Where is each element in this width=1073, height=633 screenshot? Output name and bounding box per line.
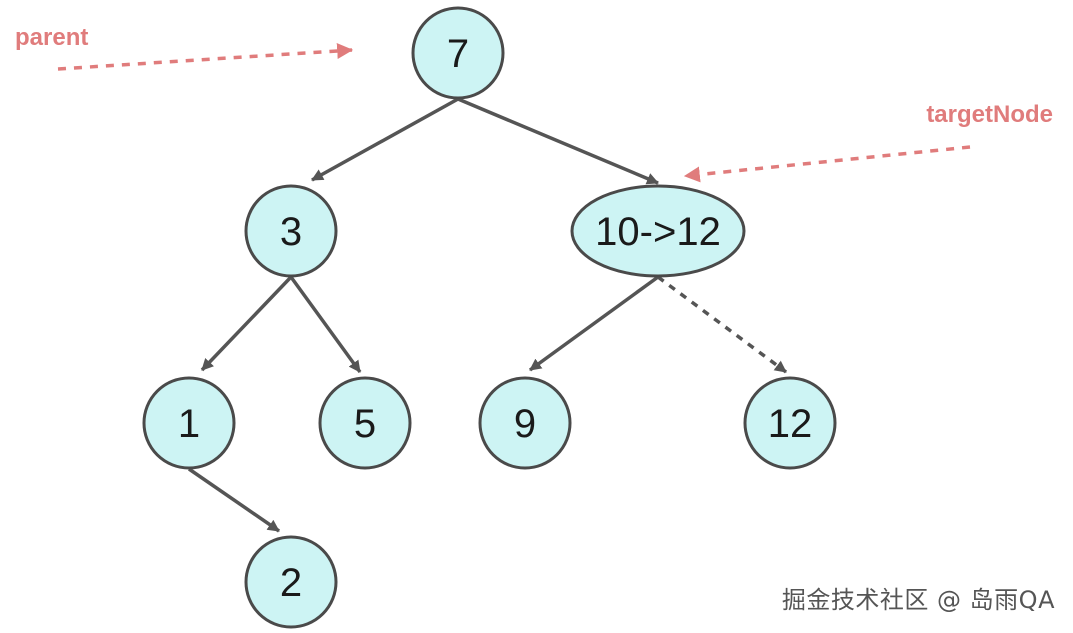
edge-7-to-10 xyxy=(457,97,659,185)
tree-node-9: 9 xyxy=(478,376,572,470)
annotation-arrow-parent xyxy=(57,42,354,71)
nodes-layer: 7 3 10->12 1 5 9 12 2 xyxy=(142,6,837,629)
tree-node-2: 2 xyxy=(244,535,338,629)
node-shape-5 xyxy=(318,376,412,470)
node-label-10: 10->12 xyxy=(595,210,721,254)
node-shape-12 xyxy=(743,376,837,470)
edge-1-to-2 xyxy=(188,467,280,533)
annotation-label-targetNode: targetNode xyxy=(926,101,1053,128)
node-label-12: 12 xyxy=(768,402,813,446)
node-shape-10 xyxy=(570,184,746,278)
node-shape-1 xyxy=(142,376,236,470)
edge-3-to-1 xyxy=(200,275,293,372)
node-shape-3 xyxy=(244,184,338,278)
edge-10-to-9 xyxy=(528,275,660,372)
node-shape-2 xyxy=(244,535,338,629)
node-shape-9 xyxy=(478,376,572,470)
annotations-layer: parent targetNode xyxy=(15,24,1053,183)
edge-10-to-12 xyxy=(656,275,788,374)
annotation-label-parent: parent xyxy=(15,24,88,51)
node-label-3: 3 xyxy=(280,210,302,254)
edge-3-to-5 xyxy=(289,275,362,374)
node-label-1: 1 xyxy=(178,402,200,446)
node-label-7: 7 xyxy=(447,32,469,76)
edges-layer xyxy=(188,97,788,533)
node-label-5: 5 xyxy=(354,402,376,446)
tree-node-3: 3 xyxy=(244,184,338,278)
node-label-2: 2 xyxy=(280,561,302,605)
edge-7-to-3 xyxy=(311,97,459,182)
tree-node-12: 12 xyxy=(743,376,837,470)
annotation-arrow-targetNode xyxy=(683,145,971,183)
watermark: 掘金技术社区 @ 岛雨QA xyxy=(781,586,1055,614)
tree-node-5: 5 xyxy=(318,376,412,470)
tree-node-10: 10->12 xyxy=(570,184,746,278)
node-label-9: 9 xyxy=(514,402,536,446)
tree-node-7: 7 xyxy=(411,6,505,100)
tree-node-1: 1 xyxy=(142,376,236,470)
node-shape-7 xyxy=(411,6,505,100)
